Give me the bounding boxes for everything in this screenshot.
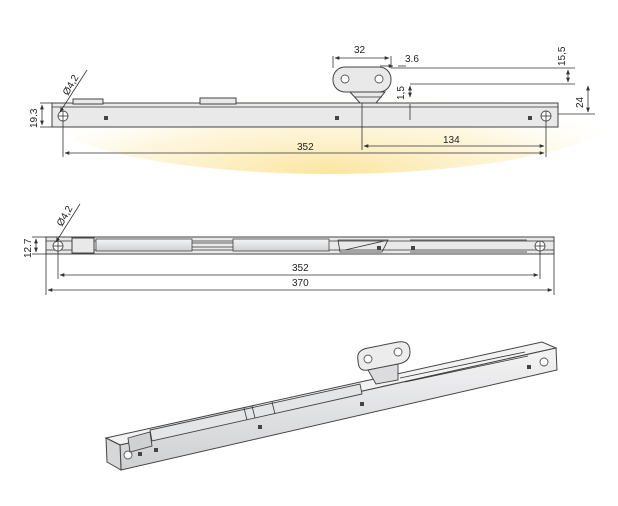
hinge-link xyxy=(348,91,387,104)
iso-end-fitting xyxy=(127,431,153,453)
iso-hole-left xyxy=(123,450,133,460)
side-mark xyxy=(411,246,415,250)
dim-24: 24 xyxy=(575,96,586,108)
iso-mark xyxy=(138,452,142,456)
iso-mark xyxy=(154,448,158,452)
side-linkage xyxy=(337,239,389,253)
iso-bar-end xyxy=(105,437,122,471)
dim-12-7: 12.7 xyxy=(23,238,34,258)
top-mark xyxy=(528,116,532,120)
dim-134: 134 xyxy=(443,135,460,146)
dim-352-side: 352 xyxy=(292,263,309,274)
dim-370: 370 xyxy=(292,278,309,289)
side-view: Ø4,2 12.7 352 370 xyxy=(23,203,555,295)
side-spring-tube xyxy=(95,238,193,252)
top-view: 32 3.6 15,5 24 1,5 Ø4,2 19.3 134 352 xyxy=(29,34,618,174)
iso-hinge-link xyxy=(367,363,399,385)
side-spring-tube xyxy=(232,238,330,252)
iso-mark xyxy=(527,365,531,369)
top-end-cap xyxy=(72,98,104,105)
iso-spring-tube xyxy=(149,383,363,442)
iso-bar-front xyxy=(119,347,558,471)
dim-1-5: 1,5 xyxy=(396,86,407,100)
top-mark xyxy=(104,116,108,120)
iso-mark xyxy=(258,425,262,429)
iso-hole-right xyxy=(539,357,549,367)
dim-19-3: 19.3 xyxy=(29,108,40,128)
iso-mark xyxy=(360,402,364,406)
perspective-view xyxy=(104,341,558,471)
dim-3-6: 3.6 xyxy=(405,54,419,65)
dim-32: 32 xyxy=(354,45,366,56)
side-end-cap xyxy=(71,237,95,254)
top-mark xyxy=(335,116,339,120)
side-mark xyxy=(377,246,381,250)
top-slider-block xyxy=(199,97,237,105)
dim-15-5: 15,5 xyxy=(557,46,568,66)
dim-352-top: 352 xyxy=(297,142,314,153)
